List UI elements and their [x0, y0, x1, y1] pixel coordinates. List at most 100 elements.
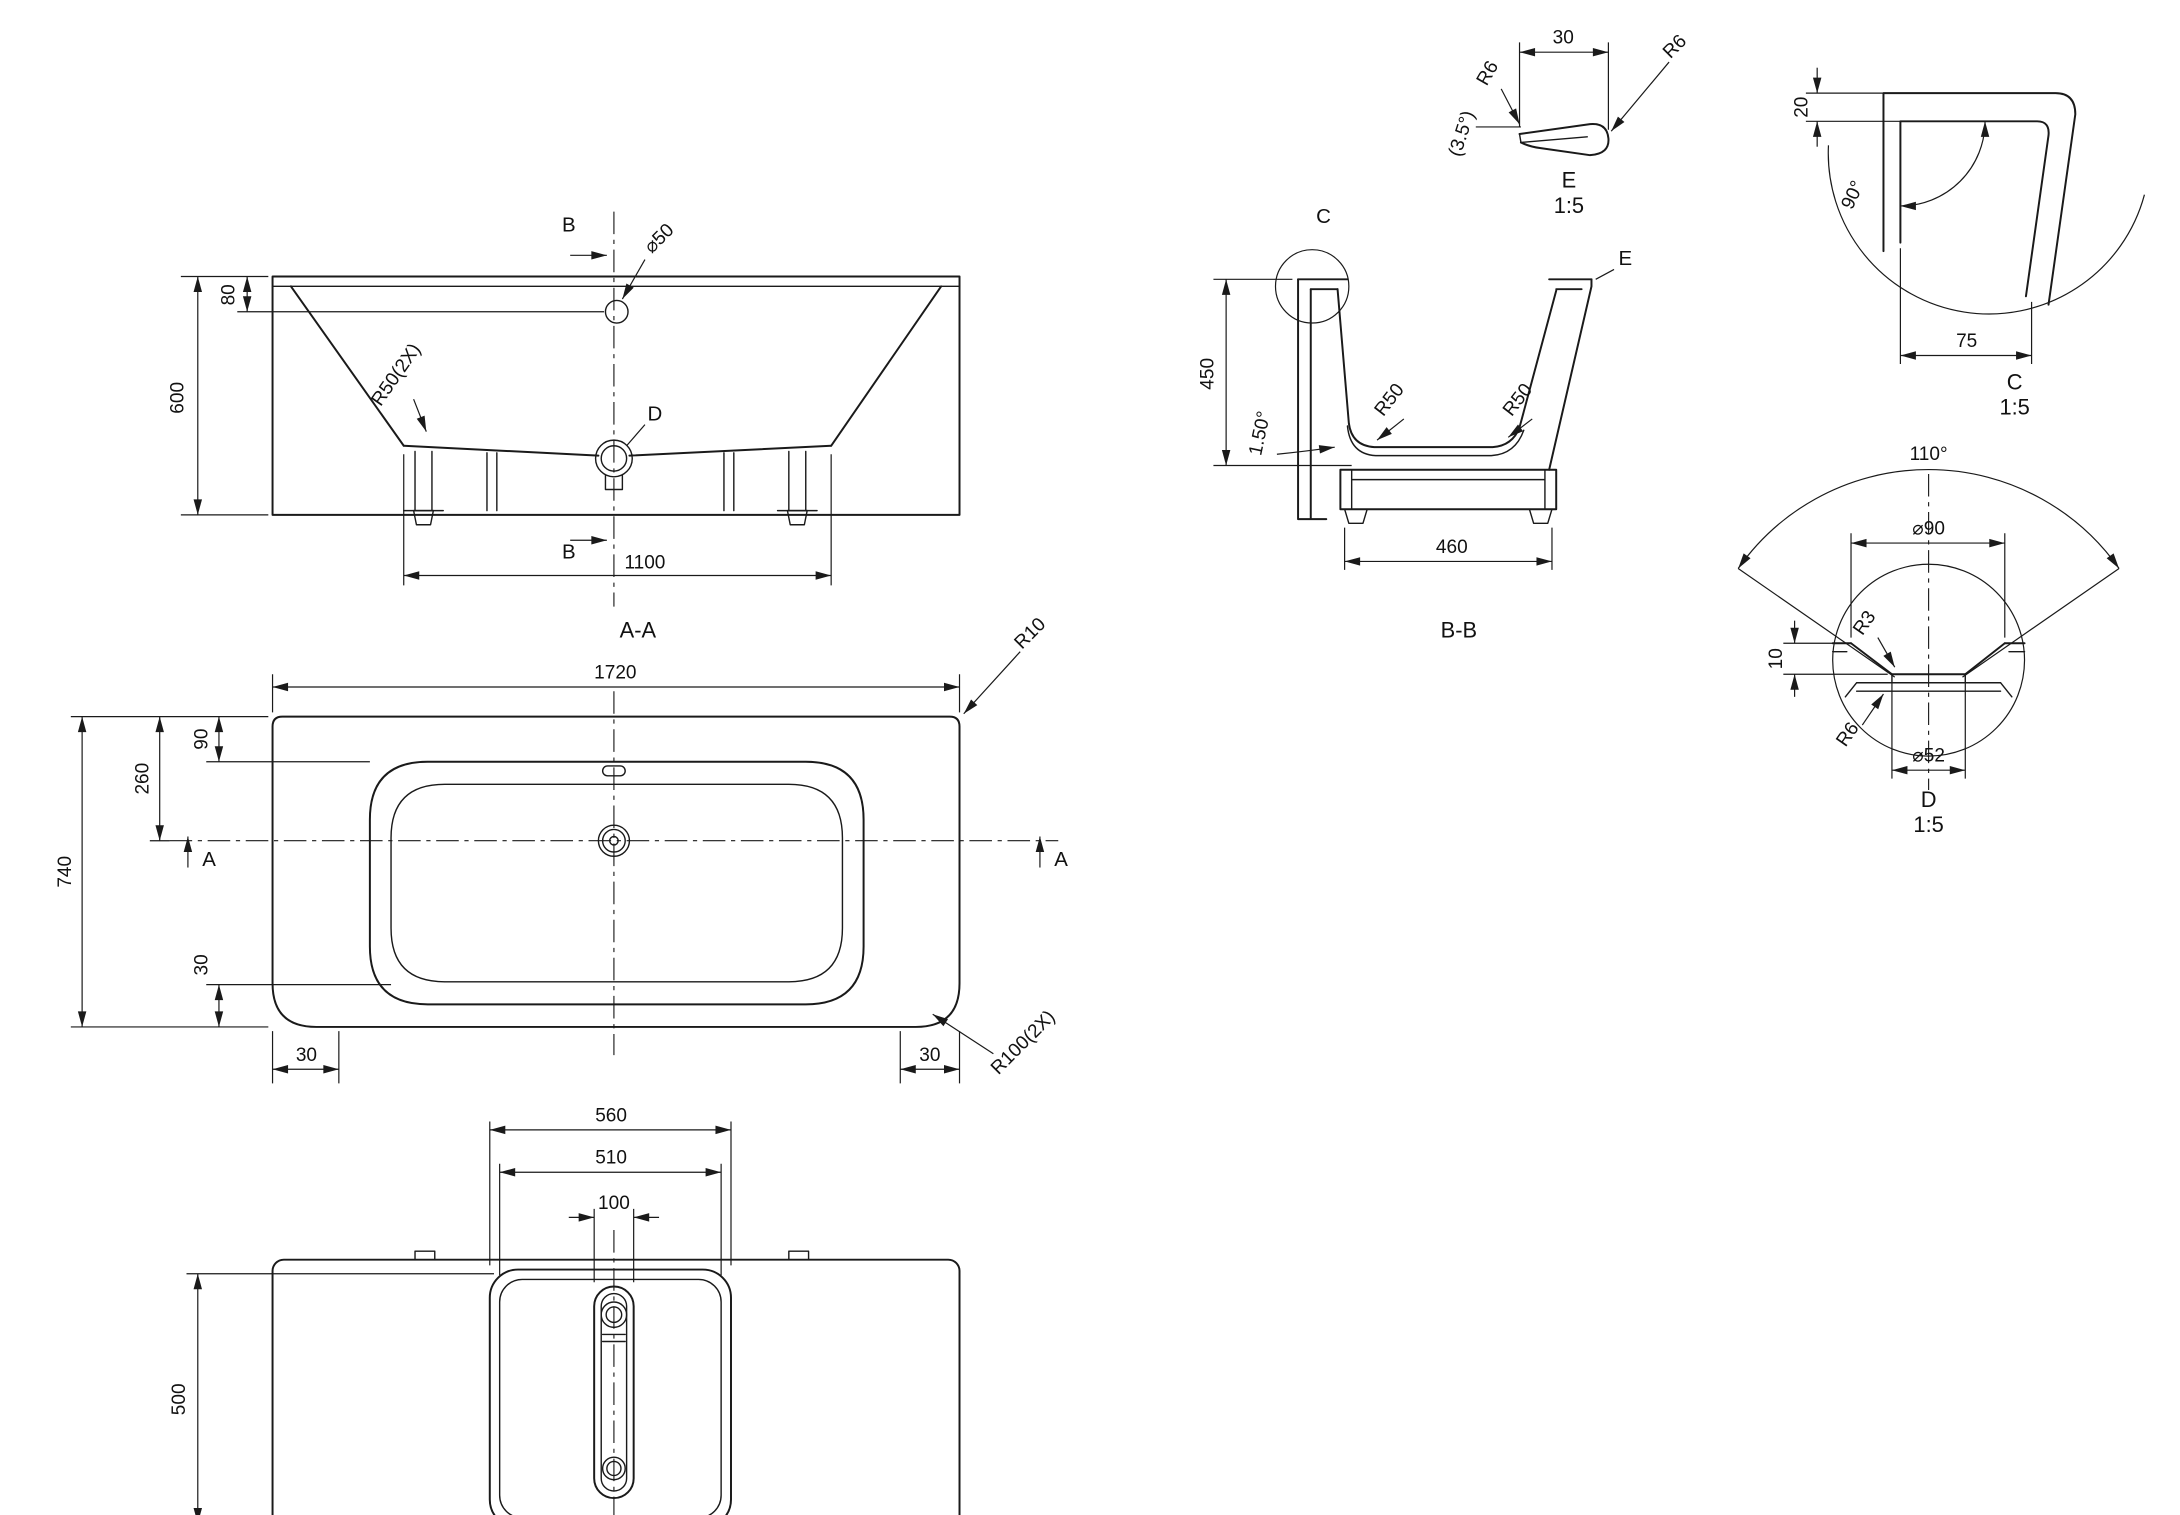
dim-90-text: 90 [192, 729, 213, 750]
dim-560-text: 560 [595, 1105, 627, 1126]
bottom-slot-ribs [601, 1333, 626, 1343]
dia50-leader [621, 259, 646, 300]
bb-feet [1343, 508, 1553, 525]
detail-d-ref: D [647, 402, 662, 425]
left-foot [412, 509, 435, 526]
dim-1100-text: 1100 [624, 552, 665, 573]
bb-basin-underside [1346, 425, 1525, 457]
r50-2x-leader [413, 398, 427, 432]
bb-right-shell [1548, 278, 1593, 471]
section-aa-view: 600 80 ⌀50 B B 1100 R50(2X) D A-A [168, 211, 961, 643]
r50-left-text: R50 [1371, 380, 1409, 420]
detail-e-view: 30 R6 R6 (3.5°) E 1:5 [1445, 28, 1691, 218]
plan-centerlines [169, 691, 1059, 1056]
tub-front-left-slope [289, 285, 405, 447]
dim-100-text: 100 [598, 1193, 630, 1214]
tub-front-outline [271, 275, 961, 516]
ext-740 [70, 715, 269, 1028]
bottom-inner-1 [488, 1268, 732, 1515]
dim-dia90-text: ⌀90 [1912, 519, 1945, 540]
frame-verticals [486, 452, 735, 512]
d-label: D [1921, 787, 1937, 812]
detail-c-ref: C [1316, 205, 1331, 228]
dim-80-text: 80 [218, 284, 239, 305]
d-r6-text: R6 [1832, 719, 1863, 751]
d-angle-text: 110° [1910, 444, 1948, 465]
e-profile [1518, 123, 1610, 157]
e-profile-inner [1518, 133, 1588, 144]
d-cone-faces [1850, 642, 2006, 676]
ext-500 [186, 1273, 495, 1275]
bottom-view: 560 510 100 500 [169, 1105, 961, 1515]
dim-e30-text: 30 [1553, 28, 1574, 49]
detail-d-leader [626, 424, 646, 447]
right-leg [776, 450, 818, 512]
c-scale: 1:5 [1999, 395, 2029, 420]
r10-text: R10 [1011, 614, 1051, 654]
r50-2x-text: R50(2X) [367, 340, 425, 410]
r10-leader [963, 651, 1021, 715]
ext-dia90 [1850, 533, 2006, 638]
ext-510 [499, 1163, 722, 1276]
plan-view: 1720 R10 90 260 740 30 30 30 R100(2X) A [55, 614, 1068, 1084]
c-boundary-arc [1827, 145, 2146, 315]
ext-30-bl [271, 1031, 340, 1084]
tub-front-basin-bottom [402, 444, 833, 457]
section-bb-view: C E 450 1.50° R50 R50 460 B-B [1197, 205, 1632, 643]
ext-c20 [1805, 92, 1901, 122]
dim-30-br-text: 30 [919, 1045, 940, 1066]
ext-560 [489, 1121, 732, 1266]
r50-left-leader [1376, 418, 1405, 441]
bottom-outline [271, 1258, 961, 1515]
plan-outline [271, 715, 961, 1028]
c-wall-inner [1899, 120, 2050, 298]
overflow-hole [604, 299, 629, 324]
angle-150-arc [1276, 445, 1335, 455]
e-angle-text: (3.5°) [1445, 108, 1479, 159]
dia50-text: ⌀50 [640, 220, 678, 258]
e-r6-left-text: R6 [1473, 58, 1503, 90]
dim-30-bl-text: 30 [296, 1045, 317, 1066]
c-wall-outer [1882, 92, 2077, 306]
bb-frame-inner [1350, 469, 1546, 510]
ext-dia52 [1891, 682, 1966, 779]
plan-rim [368, 760, 865, 1006]
bb-left-rim [1297, 278, 1349, 291]
d-r6-leader [1861, 693, 1884, 726]
r100-2x-text: R100(2X) [987, 1007, 1059, 1079]
dim-30-left-text: 30 [192, 954, 213, 975]
cut-a-right-letter: A [1054, 848, 1068, 871]
dim-c75-text: 75 [1956, 331, 1977, 352]
dim-260-text: 260 [132, 763, 153, 795]
ext-1720 [271, 674, 961, 713]
detail-e-leader [1595, 268, 1615, 280]
dim-c20-text: 20 [1791, 97, 1812, 118]
d-r3-text: R3 [1849, 607, 1880, 639]
c-label: C [2007, 369, 2023, 394]
r50-right-leader [1507, 418, 1533, 438]
d-scale: 1:5 [1913, 812, 1943, 837]
dim-600-text: 600 [168, 382, 189, 414]
cut-b-top-letter: B [562, 213, 576, 236]
d-cone-construction [1737, 567, 2120, 678]
detail-d-view: 110° ⌀90 10 R3 R6 ⌀52 D 1:5 [1737, 444, 2120, 837]
dim-d10-text: 10 [1766, 648, 1787, 669]
e-label: E [1562, 168, 1577, 193]
e-scale: 1:5 [1554, 193, 1584, 218]
tub-front-right-slope [830, 285, 943, 447]
d-flange [1844, 673, 2013, 698]
ext-c75 [1899, 248, 2033, 364]
dim-500-text: 500 [169, 1383, 190, 1415]
cut-b-bottom-letter: B [562, 541, 576, 564]
dim-1720-text: 1720 [594, 663, 636, 684]
r100-2x-leader [932, 1013, 994, 1055]
cut-a-left-letter: A [202, 848, 216, 871]
dim-510-text: 510 [595, 1148, 627, 1169]
detail-e-ref: E [1619, 247, 1633, 270]
bottom-tabs [414, 1250, 810, 1261]
e-r6-right-text: R6 [1659, 31, 1691, 63]
plan-basin [390, 783, 844, 983]
c-angle-arc [1900, 121, 1990, 211]
